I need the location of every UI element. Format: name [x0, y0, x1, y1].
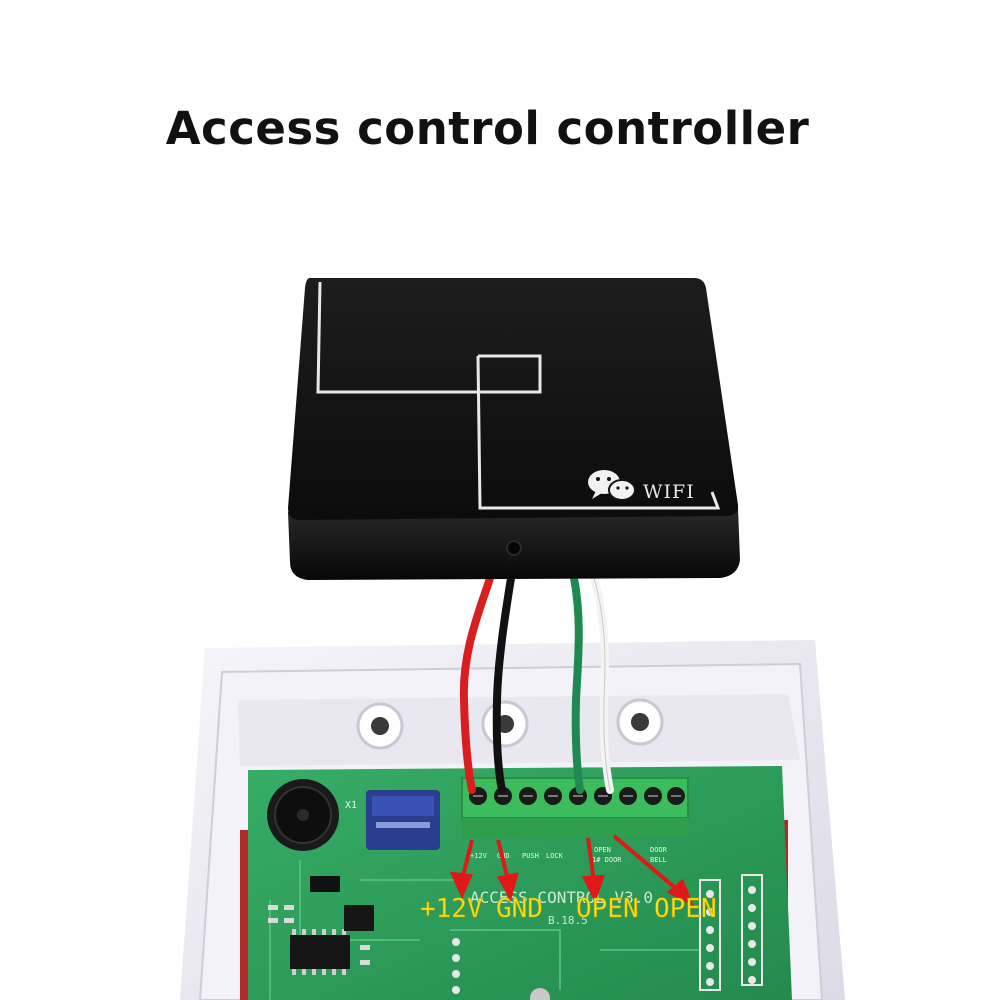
svg-text:+12V: +12V [470, 852, 488, 860]
label-open-1: OPEN [576, 894, 639, 924]
jumper-header [310, 876, 340, 892]
svg-text:DOOR: DOOR [650, 846, 668, 854]
label-gnd: GND [496, 894, 543, 924]
label-12v: +12V [420, 894, 483, 924]
board-mark-x1: X1 [345, 800, 357, 811]
svg-text:OPEN: OPEN [594, 846, 611, 854]
board-model-label: ACCESS CONTROL V3.0 [470, 888, 653, 907]
relay-icon [366, 790, 440, 850]
page-title: Access control controller [165, 102, 810, 155]
svg-text:1# DOOR: 1# DOOR [592, 856, 622, 864]
wire-bundle [459, 568, 614, 794]
svg-text:LOCK: LOCK [546, 852, 564, 860]
label-open-2: OPEN [654, 894, 717, 924]
arrow-icon [449, 834, 694, 907]
device-brand-label: WIFI [643, 481, 695, 503]
mounting-hole [616, 698, 664, 746]
wechat-icon [588, 470, 636, 501]
ic-chip [290, 929, 350, 975]
board-mark-revision: B.18.5 [548, 914, 588, 927]
mounting-hole [481, 700, 529, 748]
buzzer-icon [267, 779, 339, 851]
wifi-controller-device: WIFI [288, 278, 740, 580]
wire-red [459, 568, 496, 794]
svg-text:PUSH: PUSH [522, 852, 539, 860]
mounting-hole [356, 702, 404, 750]
svg-text:BELL: BELL [650, 856, 667, 864]
pin-header [699, 874, 763, 991]
device-trace-design [316, 281, 721, 510]
ic-chip [344, 905, 374, 931]
wire-black [492, 568, 516, 794]
wire-green [570, 574, 584, 794]
